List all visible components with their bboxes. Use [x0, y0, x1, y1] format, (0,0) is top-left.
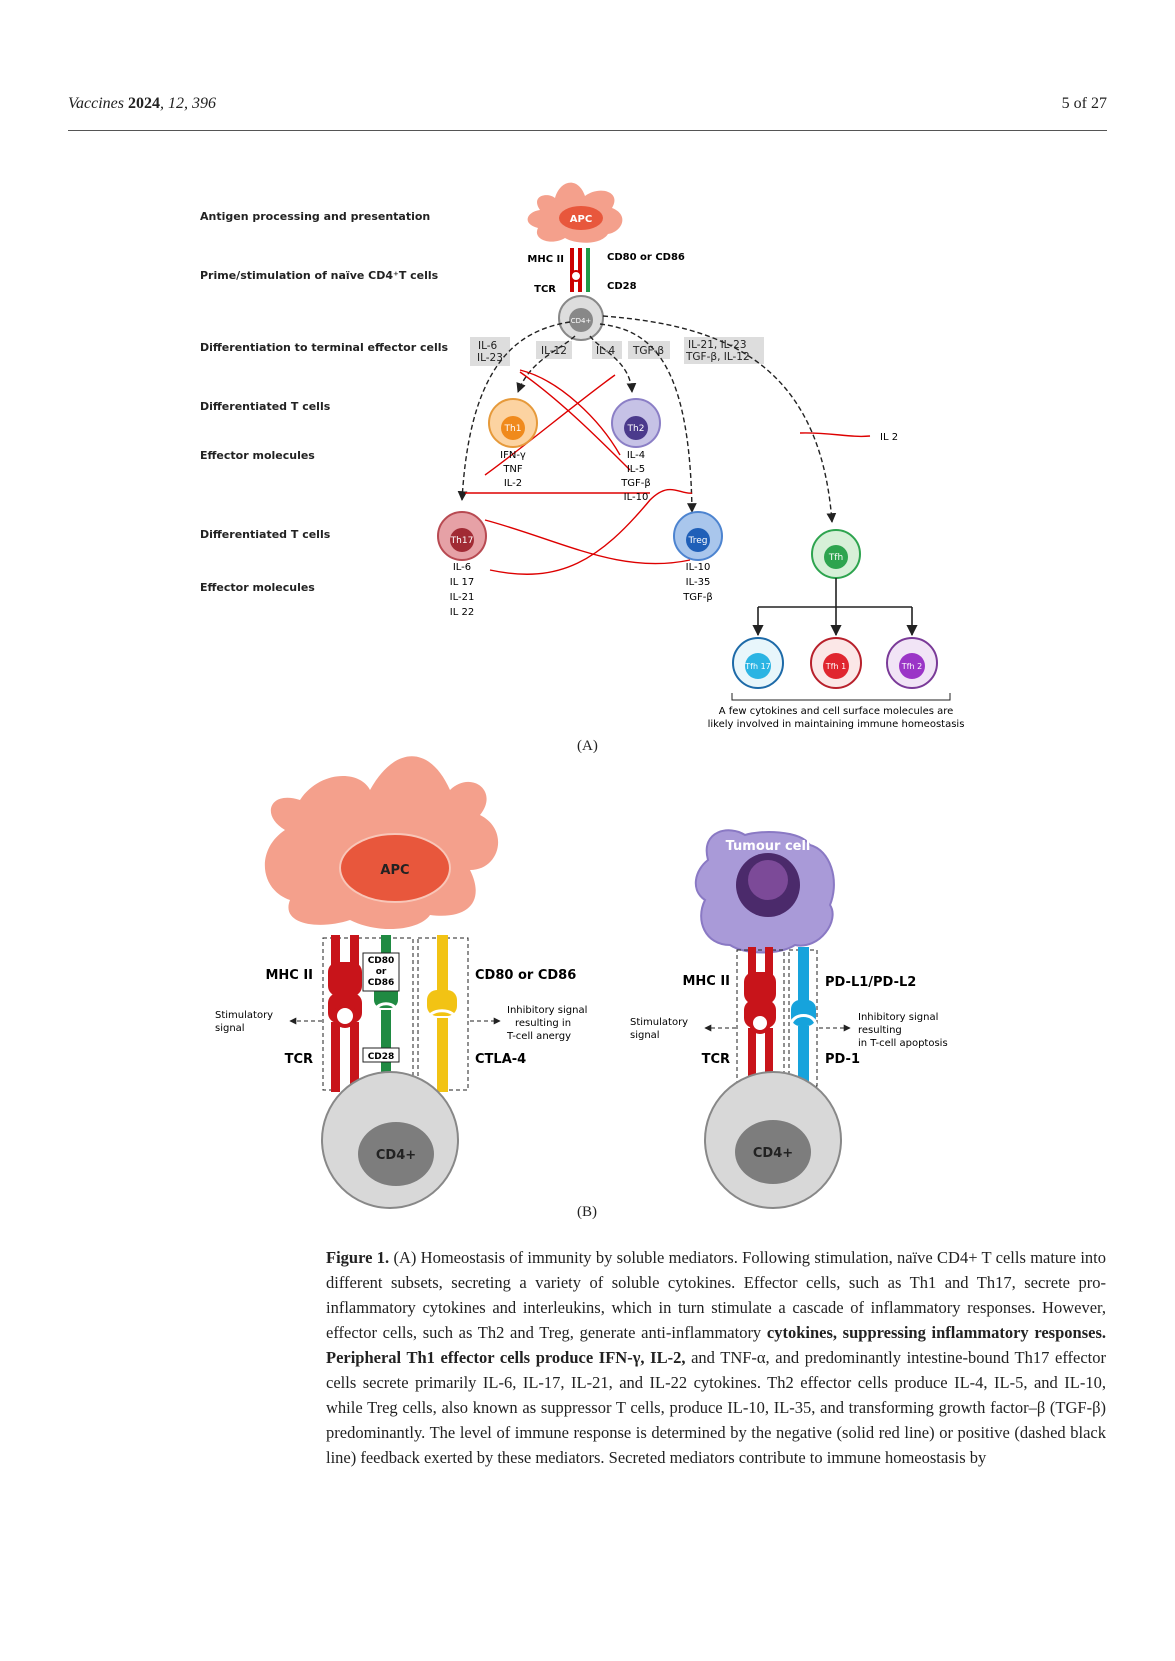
svg-text:CTLA-4: CTLA-4: [475, 1052, 526, 1067]
figure-panel-b: APC CD80 or CD86 CD28 MHC II TCR CD80 or…: [215, 756, 948, 1209]
apc-nucleus: [559, 206, 603, 230]
svg-text:PD-1: PD-1: [825, 1052, 860, 1067]
svg-text:TCR: TCR: [702, 1052, 730, 1067]
header-rule: [68, 130, 1107, 131]
panel-a-label: (A): [577, 738, 598, 754]
svg-text:TNF: TNF: [502, 464, 523, 475]
svg-text:Th17: Th17: [450, 536, 474, 546]
svg-text:CD28: CD28: [607, 281, 637, 292]
row-label: Antigen processing and presentation: [200, 210, 430, 223]
svg-text:Th1: Th1: [504, 424, 522, 434]
svg-text:IL-21, IL-23: IL-21, IL-23: [688, 339, 747, 351]
panel-b-label: (B): [577, 1204, 597, 1220]
svg-text:TCR: TCR: [285, 1052, 313, 1067]
svg-text:Stimulatory: Stimulatory: [215, 1010, 273, 1021]
svg-text:CD80 or CD86: CD80 or CD86: [475, 968, 576, 983]
row-label: Differentiation to terminal effector cel…: [200, 341, 449, 354]
svg-text:IL-23: IL-23: [477, 352, 503, 364]
svg-text:Tfh 1: Tfh 1: [825, 662, 846, 671]
svg-text:CD4+: CD4+: [753, 1146, 793, 1161]
svg-text:CD28: CD28: [368, 1052, 395, 1062]
svg-text:APC: APC: [570, 214, 592, 225]
svg-text:signal: signal: [215, 1023, 245, 1034]
svg-text:IL-21: IL-21: [450, 592, 475, 603]
svg-text:T-cell anergy: T-cell anergy: [506, 1031, 571, 1042]
row-label: Effector molecules: [200, 449, 315, 462]
svg-text:Tfh 17: Tfh 17: [744, 662, 771, 671]
svg-text:CD4+: CD4+: [376, 1148, 416, 1163]
svg-text:TGF-β: TGF-β: [682, 592, 713, 603]
svg-text:resulting in: resulting in: [515, 1018, 571, 1029]
running-header: Vaccines 2024, 12, 396: [68, 95, 216, 112]
svg-text:CD80: CD80: [368, 956, 395, 966]
svg-text:resulting: resulting: [858, 1025, 902, 1036]
row-label: Differentiated T cells: [200, 528, 331, 541]
row-label: Differentiated T cells: [200, 400, 331, 413]
svg-text:PD-L1/PD-L2: PD-L1/PD-L2: [825, 975, 916, 990]
svg-text:CD4+: CD4+: [571, 317, 592, 325]
svg-text:IL-4: IL-4: [627, 450, 645, 461]
svg-text:Inhibitory signal: Inhibitory signal: [507, 1005, 587, 1016]
svg-text:TGF-β: TGF-β: [632, 345, 664, 357]
row-label: Prime/stimulation of naïve CD4⁺T cells: [200, 269, 439, 282]
svg-text:MHC II: MHC II: [682, 974, 730, 989]
svg-text:MHC II: MHC II: [527, 254, 564, 265]
svg-text:Tfh: Tfh: [828, 553, 843, 563]
svg-text:Inhibitory signal: Inhibitory signal: [858, 1012, 938, 1023]
svg-text:IL 17: IL 17: [450, 577, 474, 588]
svg-text:signal: signal: [630, 1030, 660, 1041]
svg-text:in T-cell apoptosis: in T-cell apoptosis: [858, 1038, 948, 1049]
svg-text:IL-5: IL-5: [627, 464, 645, 475]
svg-text:CD80 or CD86: CD80 or CD86: [607, 252, 685, 263]
svg-text:CD86: CD86: [368, 978, 395, 988]
tfh-note: A few cytokines and cell surface molecul…: [719, 706, 954, 717]
svg-text:Th2: Th2: [627, 424, 645, 434]
svg-text:APC: APC: [380, 863, 409, 878]
svg-text:Tfh 2: Tfh 2: [901, 662, 922, 671]
svg-text:TGF-β, IL-12: TGF-β, IL-12: [685, 351, 750, 363]
svg-text:MHC II: MHC II: [265, 968, 313, 983]
svg-text:IL-35: IL-35: [686, 577, 711, 588]
row-label: Effector molecules: [200, 581, 315, 594]
svg-text:IL-6: IL-6: [453, 562, 471, 573]
svg-text:Tumour cell: Tumour cell: [726, 839, 811, 854]
svg-text:IL-4: IL-4: [596, 345, 616, 357]
svg-text:IL 22: IL 22: [450, 607, 474, 618]
svg-text:IL-6: IL-6: [478, 340, 498, 352]
svg-text:IFN-γ: IFN-γ: [500, 450, 526, 461]
tfh-note: likely involved in maintaining immune ho…: [708, 719, 965, 730]
svg-text:TCR: TCR: [534, 284, 556, 295]
svg-text:IL-10: IL-10: [624, 492, 649, 503]
svg-text:IL-10: IL-10: [686, 562, 711, 573]
svg-text:or: or: [376, 967, 387, 977]
svg-text:IL-2: IL-2: [504, 478, 522, 489]
svg-text:TGF-β: TGF-β: [620, 478, 651, 489]
figure-panel-a: Antigen processing and presentation Prim…: [200, 182, 965, 730]
page-number: 5 of 27: [1061, 95, 1107, 112]
svg-text:IL 2: IL 2: [880, 432, 898, 443]
figure-caption: Figure 1. (A) Homeostasis of immunity by…: [326, 1248, 1106, 1467]
svg-text:Stimulatory: Stimulatory: [630, 1017, 688, 1028]
svg-text:Treg: Treg: [688, 536, 708, 546]
